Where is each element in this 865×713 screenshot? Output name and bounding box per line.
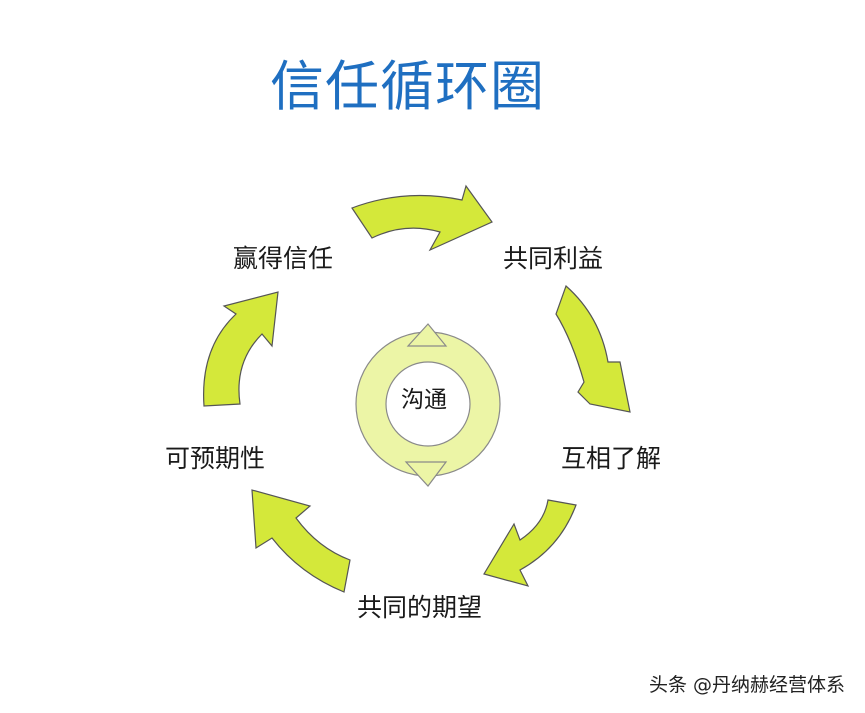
cycle-arrow-right xyxy=(555,284,631,413)
cycle-arrow-lower-left xyxy=(251,489,351,593)
center-cycle xyxy=(355,323,501,487)
cycle-arrow-lower-right xyxy=(483,499,577,587)
cycle-arrow-top xyxy=(351,184,493,252)
node-common-expectation: 共同的期望 xyxy=(357,593,483,622)
cycle-arrow-left xyxy=(203,291,279,407)
center-arrow-head-bottom xyxy=(404,461,448,487)
center-label: 沟通 xyxy=(401,387,447,413)
page-title: 信任循环圈 xyxy=(270,55,545,118)
node-win-trust: 赢得信任 xyxy=(233,244,334,273)
node-predictability: 可预期性 xyxy=(165,444,266,473)
watermark: 头条 @丹纳赫经营体系 xyxy=(648,674,845,696)
node-mutual-understanding: 互相了解 xyxy=(561,444,662,473)
node-common-benefit: 共同利益 xyxy=(503,244,604,273)
center-arrow-head-top xyxy=(406,323,448,347)
